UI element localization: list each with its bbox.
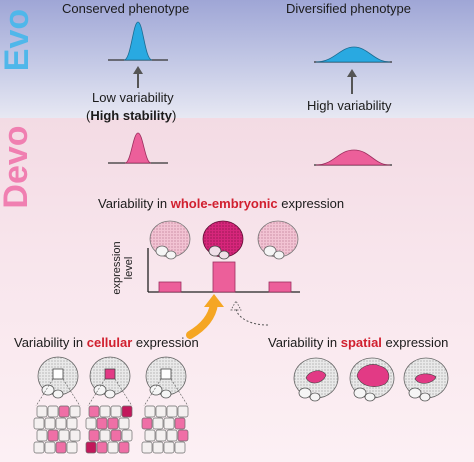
low-variability-label: Low variability [92, 90, 174, 105]
diversified-phenotype-label: Diversified phenotype [286, 1, 412, 16]
diversified-distribution [314, 46, 392, 63]
up-arrow-right-icon [347, 69, 357, 94]
cell [96, 417, 108, 430]
embryo-high-icon [202, 220, 244, 260]
high-variability-distribution [314, 149, 392, 166]
cell [163, 417, 175, 430]
low-variability-distribution [108, 132, 168, 164]
cell [33, 417, 45, 430]
cell [155, 405, 167, 418]
cell [58, 405, 70, 418]
spatial-embryo-1-icon [293, 357, 339, 402]
cell [47, 429, 59, 442]
cell [69, 429, 81, 442]
cell [107, 441, 119, 454]
cell [121, 429, 133, 442]
cell [118, 441, 130, 454]
devo-panel-background [0, 118, 474, 462]
cell [99, 405, 111, 418]
cell [96, 441, 108, 454]
cell [118, 417, 130, 430]
spatial-title: Variability in spatial expression [268, 335, 449, 350]
high-stability-label: (High stability) [86, 108, 177, 123]
cell [155, 429, 167, 442]
cell [85, 441, 97, 454]
expression-bar-chart: expression level [111, 241, 300, 295]
cellular-embryo-1-icon [33, 356, 81, 454]
embryo-low-2-icon [257, 220, 299, 260]
high-variability-label: High variability [307, 98, 392, 113]
cellular-embryo-3-icon [141, 356, 189, 454]
cell [88, 405, 100, 418]
cellular-embryo-2-icon [85, 356, 133, 454]
up-arrow-left-icon [133, 66, 143, 88]
cell [163, 441, 175, 454]
cellular-title: Variability in cellular expression [14, 335, 199, 350]
cell [33, 441, 45, 454]
bar-3 [268, 281, 292, 293]
cell [144, 405, 156, 418]
cell [174, 441, 186, 454]
cell [166, 429, 178, 442]
cell [69, 405, 81, 418]
cell [152, 441, 164, 454]
whole-embryonic-title: Variability in whole-embryonic expressio… [98, 196, 345, 211]
cell [44, 417, 56, 430]
cell [110, 405, 122, 418]
cell [36, 405, 48, 418]
cell [152, 417, 164, 430]
spatial-embryo-2-icon [349, 357, 395, 402]
conserved-phenotype-label: Conserved phenotype [62, 1, 190, 16]
axis-label-line2: level [123, 257, 135, 280]
cell [144, 429, 156, 442]
cell [55, 441, 67, 454]
cell [58, 429, 70, 442]
spatial-embryo-3-icon [403, 357, 449, 402]
bar-2 [212, 261, 236, 293]
cell [99, 429, 111, 442]
cell [36, 429, 48, 442]
cell [177, 429, 189, 442]
dotted-arrow-icon [230, 300, 269, 326]
cell [174, 417, 186, 430]
conserved-distribution [108, 21, 168, 61]
cell [85, 417, 97, 430]
cell [44, 441, 56, 454]
cell [55, 417, 67, 430]
cell [66, 441, 78, 454]
cell [110, 429, 122, 442]
evo-panel-background [0, 0, 474, 118]
cell [47, 405, 59, 418]
axis-label-line1: expression [111, 241, 123, 294]
orange-curved-arrow-icon [186, 294, 224, 339]
cell [66, 417, 78, 430]
cell [166, 405, 178, 418]
embryo-low-icon [149, 220, 191, 260]
cell [88, 429, 100, 442]
cell [107, 417, 119, 430]
cell [141, 417, 153, 430]
cell [141, 441, 153, 454]
cell [121, 405, 133, 418]
cell [177, 405, 189, 418]
bar-1 [158, 281, 182, 293]
